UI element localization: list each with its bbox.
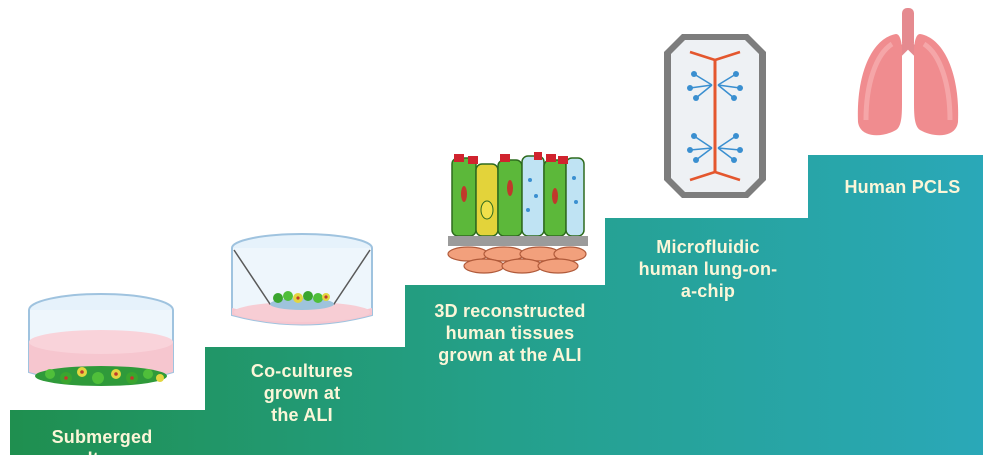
transwell-insert-icon (222, 230, 382, 335)
step-label-human-pcls: Human PCLS (830, 176, 975, 198)
step-label-lung-on-chip: Microfluidic human lung-on- a-chip (618, 236, 798, 302)
step-label-submerged-cultures: Submerged cultures (22, 426, 182, 455)
culture-dish-icon (20, 290, 182, 400)
step-label-co-cultures: Co-cultures grown at the ALI (212, 360, 392, 426)
lung-chip-icon (660, 30, 770, 202)
tissue-layers-icon (442, 150, 590, 275)
step-label-3d-tissues: 3D reconstructed human tissues grown at … (410, 300, 610, 366)
lungs-icon (852, 4, 964, 142)
